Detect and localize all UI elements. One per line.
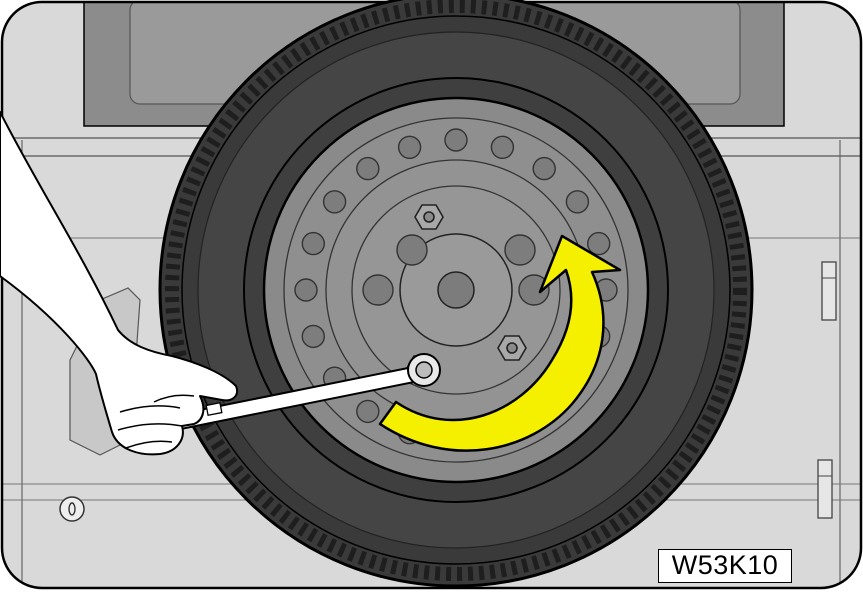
figure-code-label: W53K10 <box>658 549 792 583</box>
rim-vent-hole <box>445 129 467 151</box>
rim-vent-hole <box>302 233 324 255</box>
rim-vent-hole <box>588 233 610 255</box>
tire-icon <box>160 0 752 586</box>
rim-vent-hole <box>357 400 379 422</box>
rim-vent-hole <box>533 158 555 180</box>
rim-vent-hole <box>324 191 346 213</box>
rim-vent-hole <box>399 136 421 158</box>
rim-vent-hole <box>357 158 379 180</box>
rim-vent-hole <box>295 279 317 301</box>
rim-vent-hole <box>397 235 427 265</box>
rim-vent-hole <box>363 275 393 305</box>
lock-icon <box>60 497 84 521</box>
rim-vent-hole <box>505 235 535 265</box>
rim-vent-hole <box>491 136 513 158</box>
rim-vent-hole <box>566 191 588 213</box>
rim-vent-hole <box>302 325 324 347</box>
